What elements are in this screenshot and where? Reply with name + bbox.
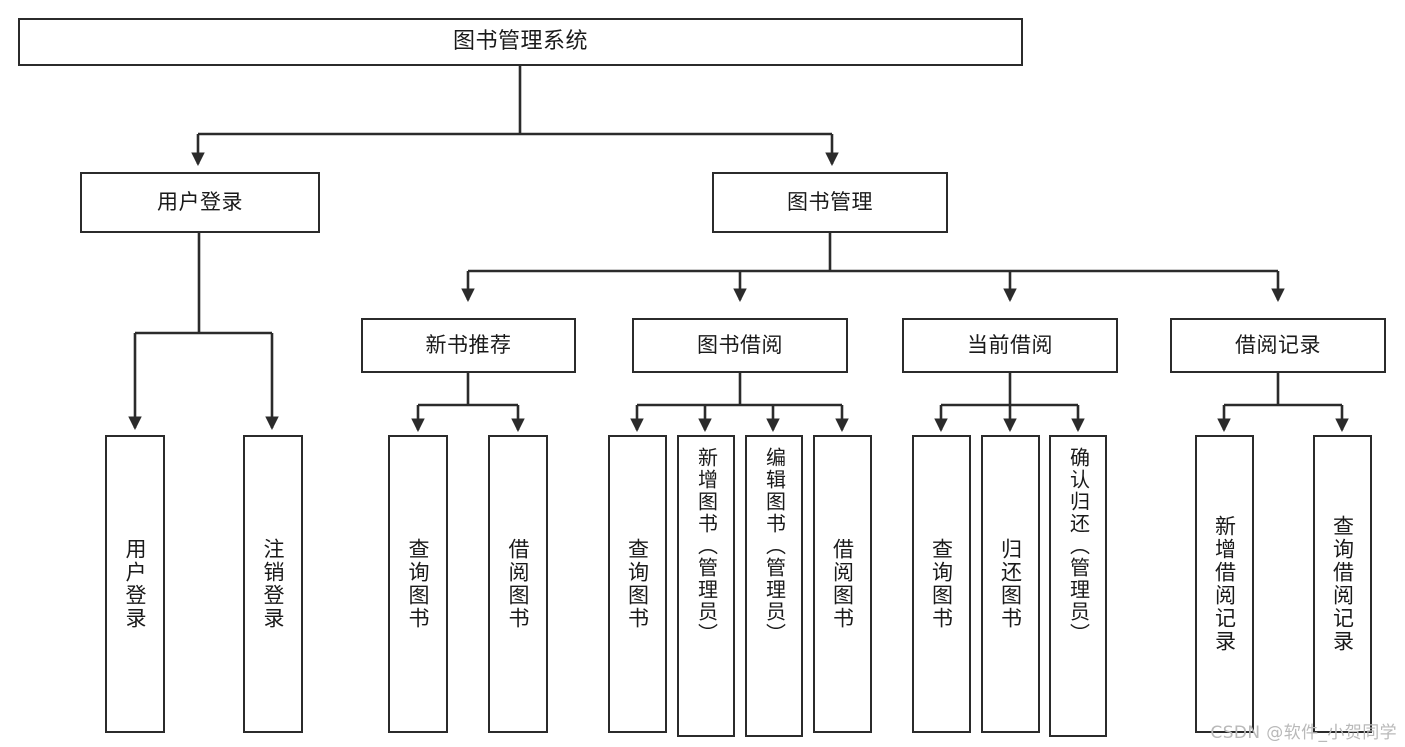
node-leaf-edit-book-label: 编辑图书（管理员） xyxy=(762,447,787,645)
node-current-borrow-label: 当前借阅 xyxy=(967,333,1053,358)
node-leaf-query-record[interactable]: 查询借阅记录 xyxy=(1313,435,1372,733)
node-leaf-query-book-1-label: 查询图书 xyxy=(406,538,431,630)
node-leaf-return-book-label: 归还图书 xyxy=(998,538,1023,630)
node-borrow-record-label: 借阅记录 xyxy=(1235,333,1321,358)
node-leaf-confirm-return[interactable]: 确认归还（管理员） xyxy=(1049,435,1107,737)
node-leaf-confirm-return-label: 确认归还（管理员） xyxy=(1066,447,1091,645)
node-leaf-add-book-label: 新增图书（管理员） xyxy=(694,447,719,645)
node-leaf-add-record[interactable]: 新增借阅记录 xyxy=(1195,435,1254,733)
node-leaf-query-book-2[interactable]: 查询图书 xyxy=(608,435,667,733)
node-leaf-query-book-1[interactable]: 查询图书 xyxy=(388,435,448,733)
node-leaf-borrow-book-2-label: 借阅图书 xyxy=(830,538,855,630)
node-leaf-return-book[interactable]: 归还图书 xyxy=(981,435,1040,733)
node-new-book-recommend-label: 新书推荐 xyxy=(425,333,512,358)
node-leaf-borrow-book-2[interactable]: 借阅图书 xyxy=(813,435,872,733)
node-leaf-edit-book[interactable]: 编辑图书（管理员） xyxy=(745,435,803,737)
node-leaf-add-record-label: 新增借阅记录 xyxy=(1212,515,1237,653)
node-current-borrow[interactable]: 当前借阅 xyxy=(902,318,1118,373)
node-leaf-user-login-label: 用户登录 xyxy=(123,538,148,630)
node-book-manage[interactable]: 图书管理 xyxy=(712,172,948,233)
node-book-manage-label: 图书管理 xyxy=(787,190,873,215)
watermark: CSDN @软件_小贺同学 xyxy=(1210,723,1397,743)
node-borrow-record[interactable]: 借阅记录 xyxy=(1170,318,1386,373)
node-new-book-recommend[interactable]: 新书推荐 xyxy=(361,318,576,373)
node-leaf-user-login[interactable]: 用户登录 xyxy=(105,435,165,733)
node-book-borrow-label: 图书借阅 xyxy=(697,333,783,358)
node-leaf-add-book[interactable]: 新增图书（管理员） xyxy=(677,435,735,737)
node-root[interactable]: 图书管理系统 xyxy=(18,18,1023,66)
node-leaf-query-record-label: 查询借阅记录 xyxy=(1330,515,1355,653)
node-user-login[interactable]: 用户登录 xyxy=(80,172,320,233)
node-leaf-logout-login[interactable]: 注销登录 xyxy=(243,435,303,733)
node-leaf-query-book-2-label: 查询图书 xyxy=(625,538,650,630)
node-root-label: 图书管理系统 xyxy=(452,29,588,55)
node-user-login-label: 用户登录 xyxy=(157,190,243,215)
node-leaf-borrow-book-1[interactable]: 借阅图书 xyxy=(488,435,548,733)
node-leaf-logout-login-label: 注销登录 xyxy=(261,538,286,630)
node-book-borrow[interactable]: 图书借阅 xyxy=(632,318,848,373)
node-leaf-borrow-book-1-label: 借阅图书 xyxy=(506,538,531,630)
node-leaf-query-book-3-label: 查询图书 xyxy=(929,538,954,630)
node-leaf-query-book-3[interactable]: 查询图书 xyxy=(912,435,971,733)
